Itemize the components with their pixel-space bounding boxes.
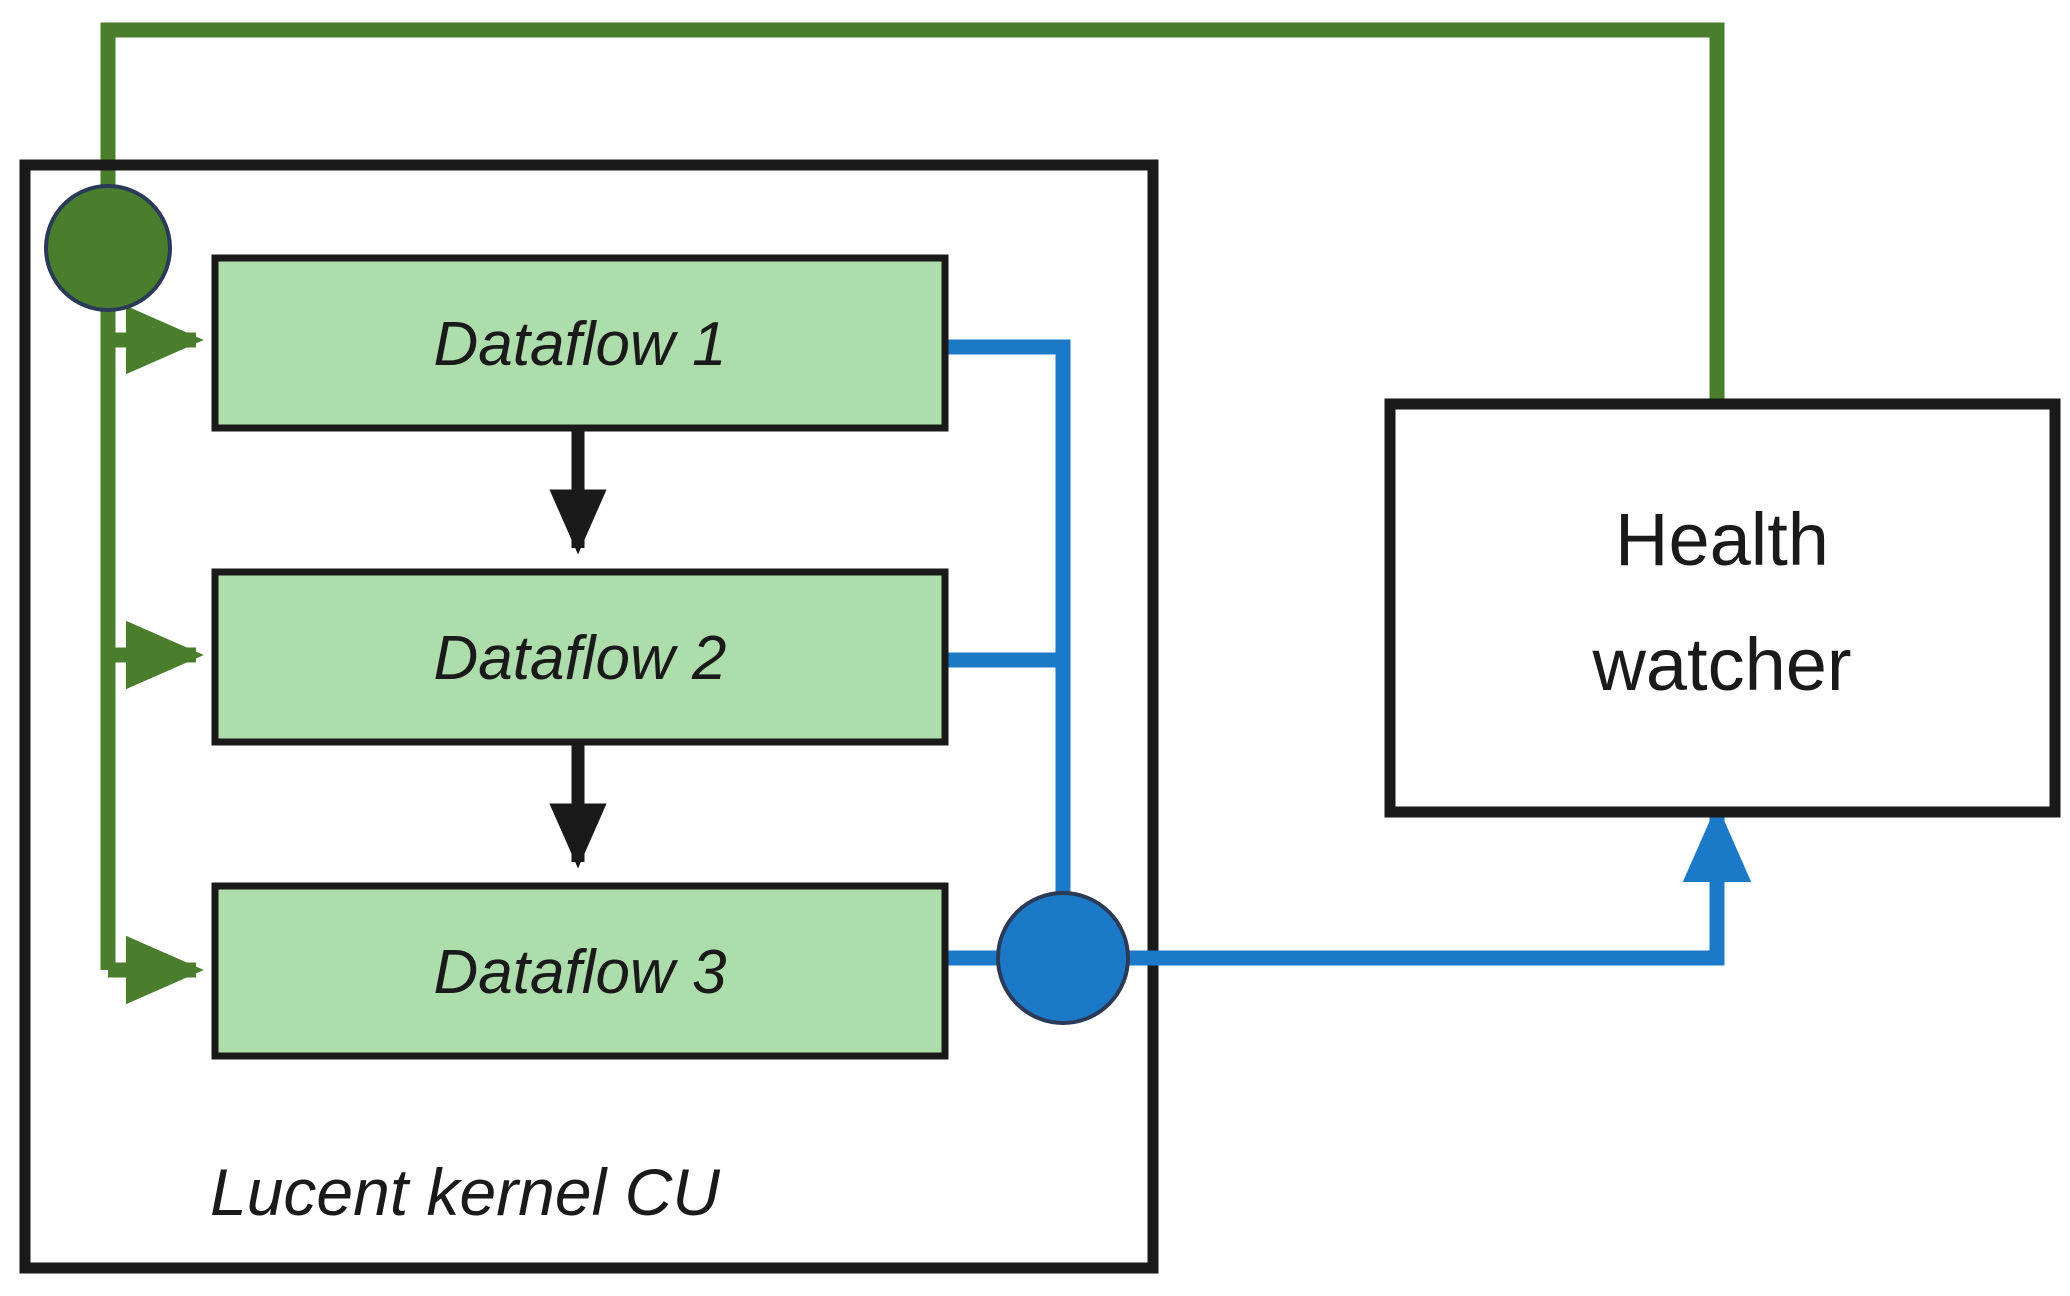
edge-dataflow-1-to-blue-node [945,339,1071,958]
dataflow-1-label: Dataflow 1 [434,310,727,379]
health-watcher-box[interactable] [1384,398,2061,818]
dataflow-2[interactable] [211,568,949,746]
lucent-kernel-cu-label: Lucent kernel CU [210,1155,720,1229]
edge-healthwatcher-to-green-node [100,22,1725,404]
dataflow-3-label: Dataflow 3 [434,938,727,1007]
health-watcher-label-line2: watcher [1591,623,1851,706]
blue-telemetry-node[interactable] [996,891,1130,1025]
lucent-kernel-cu-container [19,159,1159,1274]
dataflow-3[interactable] [211,882,949,1060]
health-watcher-label-line1: Health [1615,498,1829,581]
green-control-node[interactable] [44,184,172,312]
dataflow-2-label: Dataflow 2 [434,624,727,693]
edge-blue-node-to-health-watcher [1063,804,1752,966]
